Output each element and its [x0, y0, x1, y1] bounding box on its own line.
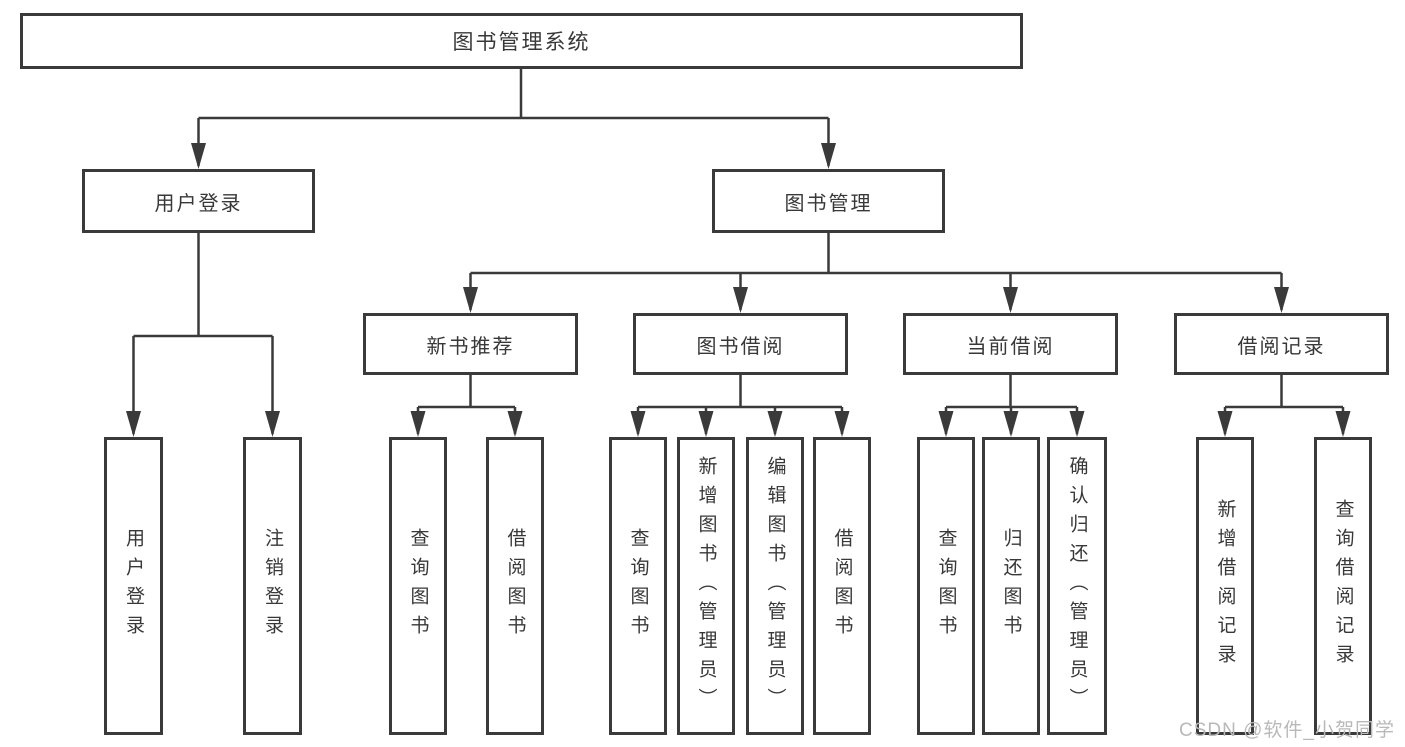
node-query-books-borrow: 查询图书 — [609, 437, 667, 735]
node-query-books-recommend: 查询图书 — [389, 437, 447, 735]
node-query-borrow-record: 查询借阅记录 — [1314, 437, 1372, 735]
node-query-books-current: 查询图书 — [917, 437, 975, 735]
node-borrow-records: 借阅记录 — [1174, 313, 1389, 375]
node-root: 图书管理系统 — [20, 13, 1023, 69]
node-user-login-branch: 用户登录 — [82, 169, 315, 233]
node-new-book-recommend: 新书推荐 — [363, 313, 578, 375]
node-borrow-books-leaf: 借阅图书 — [813, 437, 871, 735]
node-user-login-leaf: 用户登录 — [104, 437, 163, 735]
node-book-borrow: 图书借阅 — [633, 313, 848, 375]
node-confirm-return-admin: 确认归还（管理员） — [1047, 437, 1107, 735]
node-add-borrow-record: 新增借阅记录 — [1196, 437, 1254, 735]
node-edit-book-admin: 编辑图书（管理员） — [746, 437, 804, 735]
node-borrow-books-recommend: 借阅图书 — [486, 437, 544, 735]
node-current-borrow: 当前借阅 — [903, 313, 1118, 375]
node-return-book: 归还图书 — [982, 437, 1040, 735]
node-book-management-branch: 图书管理 — [712, 169, 945, 233]
arrowheads — [126, 143, 1351, 437]
node-logout-leaf: 注销登录 — [243, 437, 302, 735]
node-add-book-admin: 新增图书（管理员） — [677, 437, 735, 735]
